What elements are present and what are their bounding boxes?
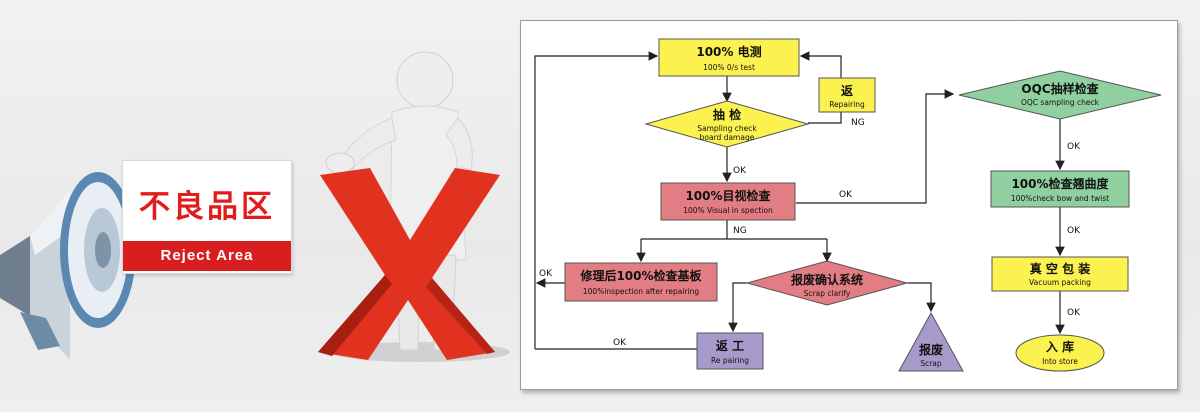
node-sampling-check: 抽 检 Sampling check board damage (644, 100, 810, 148)
arrow-visual-to-oqc (796, 89, 955, 204)
edge-label-ok-oqc: OK (1067, 142, 1081, 152)
node-repairing-bottom-sub: Re pairing (711, 356, 749, 365)
arrow-clarify-to-scrap (907, 282, 936, 313)
node-oqc-check-main: OQC抽样检查 (1021, 81, 1099, 96)
node-into-store: 入 库 Into store (1015, 334, 1105, 372)
edge-label-ok-bottom: OK (613, 338, 627, 348)
sign-subtitle: Reject Area (123, 241, 291, 271)
node-vacuum-packing-sub: Vacuum packing (1029, 278, 1091, 287)
flowchart-frame: 100% 电测 100% 0/s test 抽 检 Sampling check… (520, 20, 1178, 390)
node-electrical-test-sub: 100% 0/s test (703, 63, 755, 72)
node-repairing-bottom: 返 工 Re pairing (696, 332, 764, 370)
3d-figure-with-red-x (318, 51, 510, 362)
megaphone-icon (0, 172, 136, 360)
node-repairing-top-main: 返 (841, 83, 853, 98)
node-bow-twist-main: 100%检查翘曲度 (1011, 176, 1109, 191)
node-inspection-after-repair-sub: 100%inspection after repairing (583, 287, 699, 296)
node-oqc-check: OQC抽样检查 OQC sampling check (958, 70, 1162, 120)
node-repairing-top: 返 Repairing (818, 77, 876, 113)
reject-area-sign: 不良品区 Reject Area (122, 160, 292, 274)
node-sampling-check-main: 抽 检 (713, 107, 741, 122)
node-electrical-test-main: 100% 电测 (696, 44, 761, 59)
node-scrap-sub: Scrap (920, 359, 942, 368)
node-sampling-check-sub2: board damage (700, 133, 755, 142)
flowchart-svg: 100% 电测 100% 0/s test 抽 检 Sampling check… (534, 38, 1162, 372)
node-scrap-clarify-main: 报废确认系统 (791, 272, 863, 287)
node-scrap-clarify: 报废确认系统 Scrap clarify (745, 260, 909, 306)
node-inspection-after-repair-main: 修理后100%检查基板 (579, 268, 702, 283)
illustration-svg (0, 51, 510, 362)
edge-label-ok-pack: OK (1067, 308, 1081, 318)
node-electrical-test: 100% 电测 100% 0/s test (658, 38, 800, 77)
arrow-repair-to-test (799, 51, 842, 78)
edge-label-ok-sampling: OK (733, 166, 747, 176)
node-inspection-after-repair: 修理后100%检查基板 100%inspection after repairi… (564, 262, 718, 302)
node-scrap-main: 报废 (919, 342, 943, 357)
node-visual-inspection: 100%目视检查 100% Visual in spection (660, 182, 796, 221)
node-vacuum-packing: 真 空 包 装 Vacuum packing (991, 256, 1129, 292)
node-bow-twist-sub: 100%check bow and twist (1011, 194, 1109, 203)
edge-label-ok-left: OK (539, 269, 553, 279)
node-scrap-clarify-sub: Scrap clarify (804, 289, 851, 298)
node-into-store-main: 入 库 (1046, 339, 1074, 354)
edge-label-ok-bow: OK (1067, 226, 1081, 236)
node-into-store-sub: Into store (1042, 357, 1078, 366)
node-repairing-top-sub: Repairing (829, 100, 865, 109)
reject-illustration: 不良品区 Reject Area (0, 0, 520, 412)
node-repairing-bottom-main: 返 工 (716, 338, 744, 353)
node-vacuum-packing-main: 真 空 包 装 (1030, 261, 1091, 276)
node-visual-inspection-main: 100%目视检查 (685, 188, 771, 203)
node-visual-inspection-sub: 100% Visual in spection (683, 206, 773, 215)
flow-connectors (534, 51, 1065, 350)
line-sampling-to-repair (808, 111, 842, 124)
node-scrap: 报废 Scrap (898, 311, 964, 372)
edge-label-ok-visual: OK (839, 190, 853, 200)
node-oqc-check-sub: OQC sampling check (1021, 98, 1100, 107)
node-bow-twist: 100%检查翘曲度 100%check bow and twist (990, 170, 1130, 208)
edge-label-ng-visual: NG (733, 226, 747, 236)
node-sampling-check-sub1: Sampling check (697, 124, 757, 133)
sign-title: 不良品区 (139, 189, 275, 225)
arrow-clarify-to-repair (728, 282, 747, 333)
edge-label-ng-repair: NG (851, 118, 865, 128)
arrow-loop-to-test (534, 51, 659, 349)
